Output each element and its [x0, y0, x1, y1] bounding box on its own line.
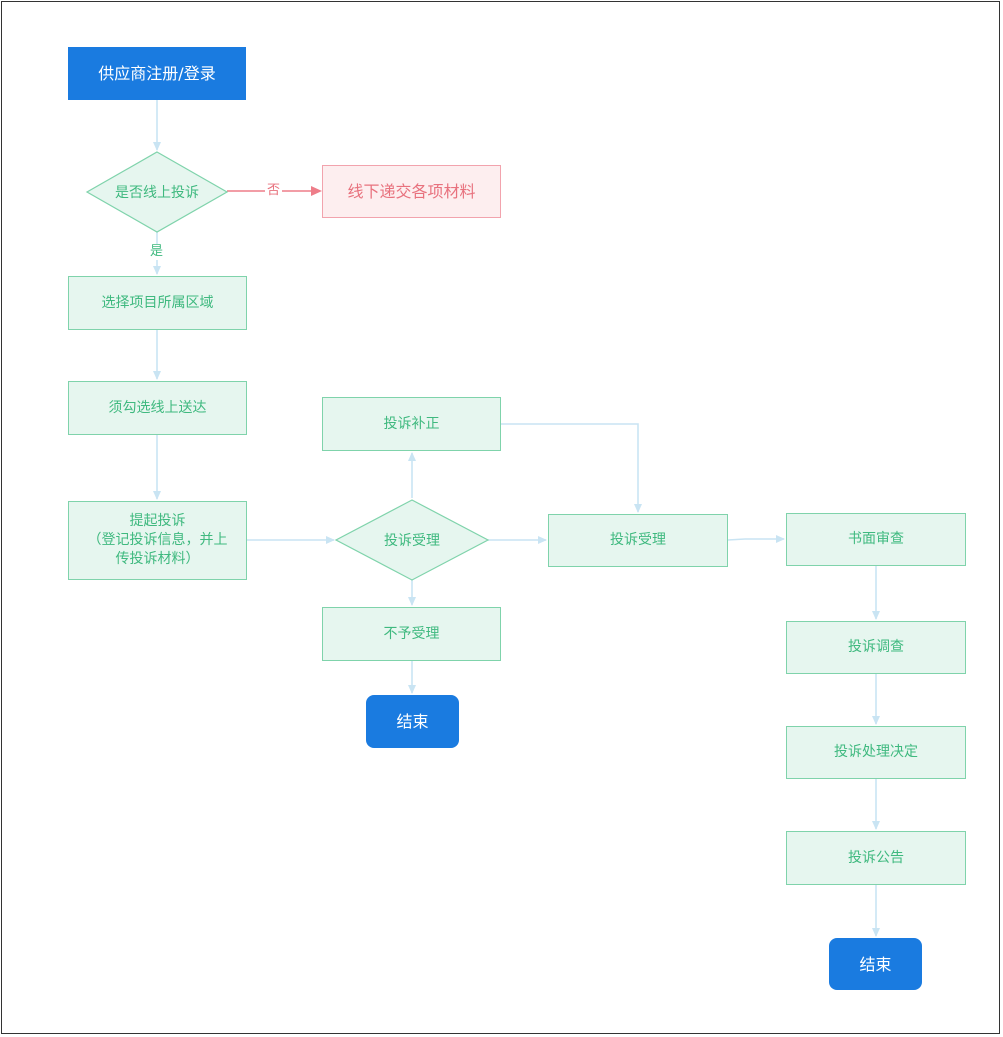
complaint-accepted-label: 投诉受理 [610, 532, 666, 548]
submit-complaint-line3: 传投诉材料） [115, 551, 200, 567]
select-online-delivery-label: 须勾选线上送达 [108, 399, 207, 416]
end-left-node: 结束 [366, 695, 459, 748]
written-review-node: 书面审查 [786, 513, 966, 566]
not-accepted-node: 不予受理 [322, 607, 501, 661]
complaint-announcement-node: 投诉公告 [786, 831, 966, 885]
not-accepted-label: 不予受理 [383, 625, 440, 642]
complaint-accepted-node: 投诉受理 [548, 514, 728, 567]
select-region-node: 选择项目所属区域 [68, 276, 247, 330]
select-online-delivery-node: 须勾选线上送达 [68, 381, 247, 435]
offline-materials-node: 线下递交各项材料 [322, 165, 501, 218]
complaint-announcement-label: 投诉公告 [848, 849, 904, 866]
complaint-decision-node: 投诉处理决定 [786, 726, 966, 779]
start-node-label: 供应商注册/登录 [98, 64, 216, 83]
end-right-label: 结束 [859, 954, 892, 974]
complaint-investigation-node: 投诉调查 [786, 621, 966, 674]
edge-label-yes: 是 [148, 244, 166, 260]
end-left-label: 结束 [396, 712, 429, 731]
start-register-login-node: 供应商注册/登录 [68, 47, 246, 100]
select-region-label: 选择项目所属区域 [101, 294, 214, 311]
decision-accept-diamond [334, 499, 490, 581]
written-review-label: 书面审查 [848, 531, 904, 547]
complaint-investigation-label: 投诉调查 [848, 639, 904, 655]
submit-complaint-node: 提起投诉 （登记投诉信息，并上 传投诉材料） [68, 501, 247, 580]
submit-complaint-line2: （登记投诉信息，并上 [87, 532, 228, 548]
end-right-node: 结束 [829, 938, 922, 990]
edge-accepted-to-review [727, 535, 785, 543]
decision-online-label: 是否线上投诉 [115, 185, 199, 201]
decision-online-diamond [85, 151, 229, 233]
edge-label-no: 否 [265, 183, 283, 199]
complaint-decision-label: 投诉处理决定 [834, 744, 918, 760]
edge-supplement-to-accepted [501, 423, 642, 513]
complaint-supplement-label: 投诉补正 [383, 415, 440, 432]
offline-materials-label: 线下递交各项材料 [347, 182, 476, 201]
complaint-supplement-node: 投诉补正 [322, 397, 501, 451]
submit-complaint-line1: 提起投诉 [129, 513, 186, 529]
decision-accept-label: 投诉受理 [384, 533, 440, 549]
